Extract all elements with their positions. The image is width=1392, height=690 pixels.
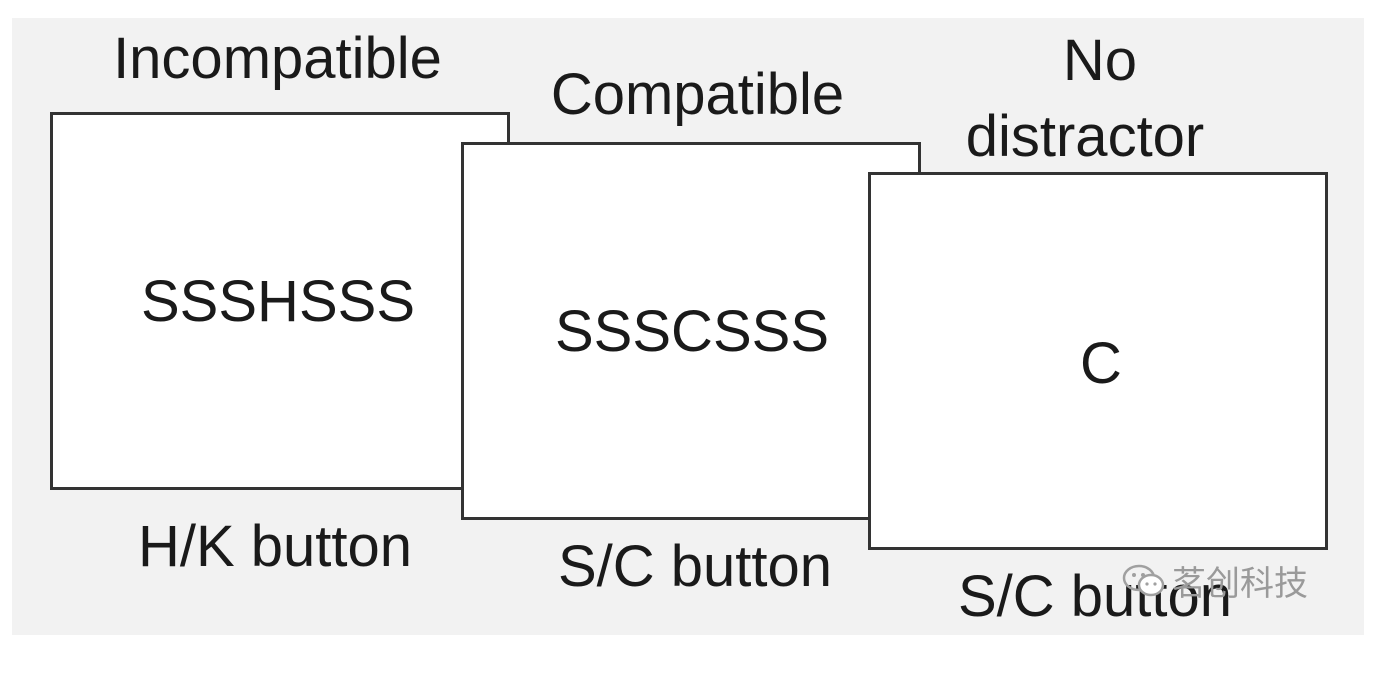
compatible-title: Compatible [550,62,845,127]
no-distractor-response: S/C button [957,564,1233,629]
watermark-text: 茗创科技 [1172,564,1308,604]
no-distractor-card: C [868,172,1328,550]
no-distractor-stimulus: C [1080,331,1122,396]
compatible-stimulus: SSSCSSS [555,299,829,364]
no-distractor-title-line1: No [1062,28,1138,93]
no-distractor-title-line2: distractor [965,104,1205,169]
incompatible-card: SSSHSSS [50,112,510,490]
compatible-card: SSSCSSS [461,142,921,520]
incompatible-response: H/K button [137,514,413,579]
compatible-response: S/C button [557,534,833,599]
incompatible-stimulus: SSSHSSS [141,269,415,334]
incompatible-title: Incompatible [113,26,442,91]
watermark: 茗创科技 [1122,556,1308,605]
wechat-icon [1122,564,1165,596]
